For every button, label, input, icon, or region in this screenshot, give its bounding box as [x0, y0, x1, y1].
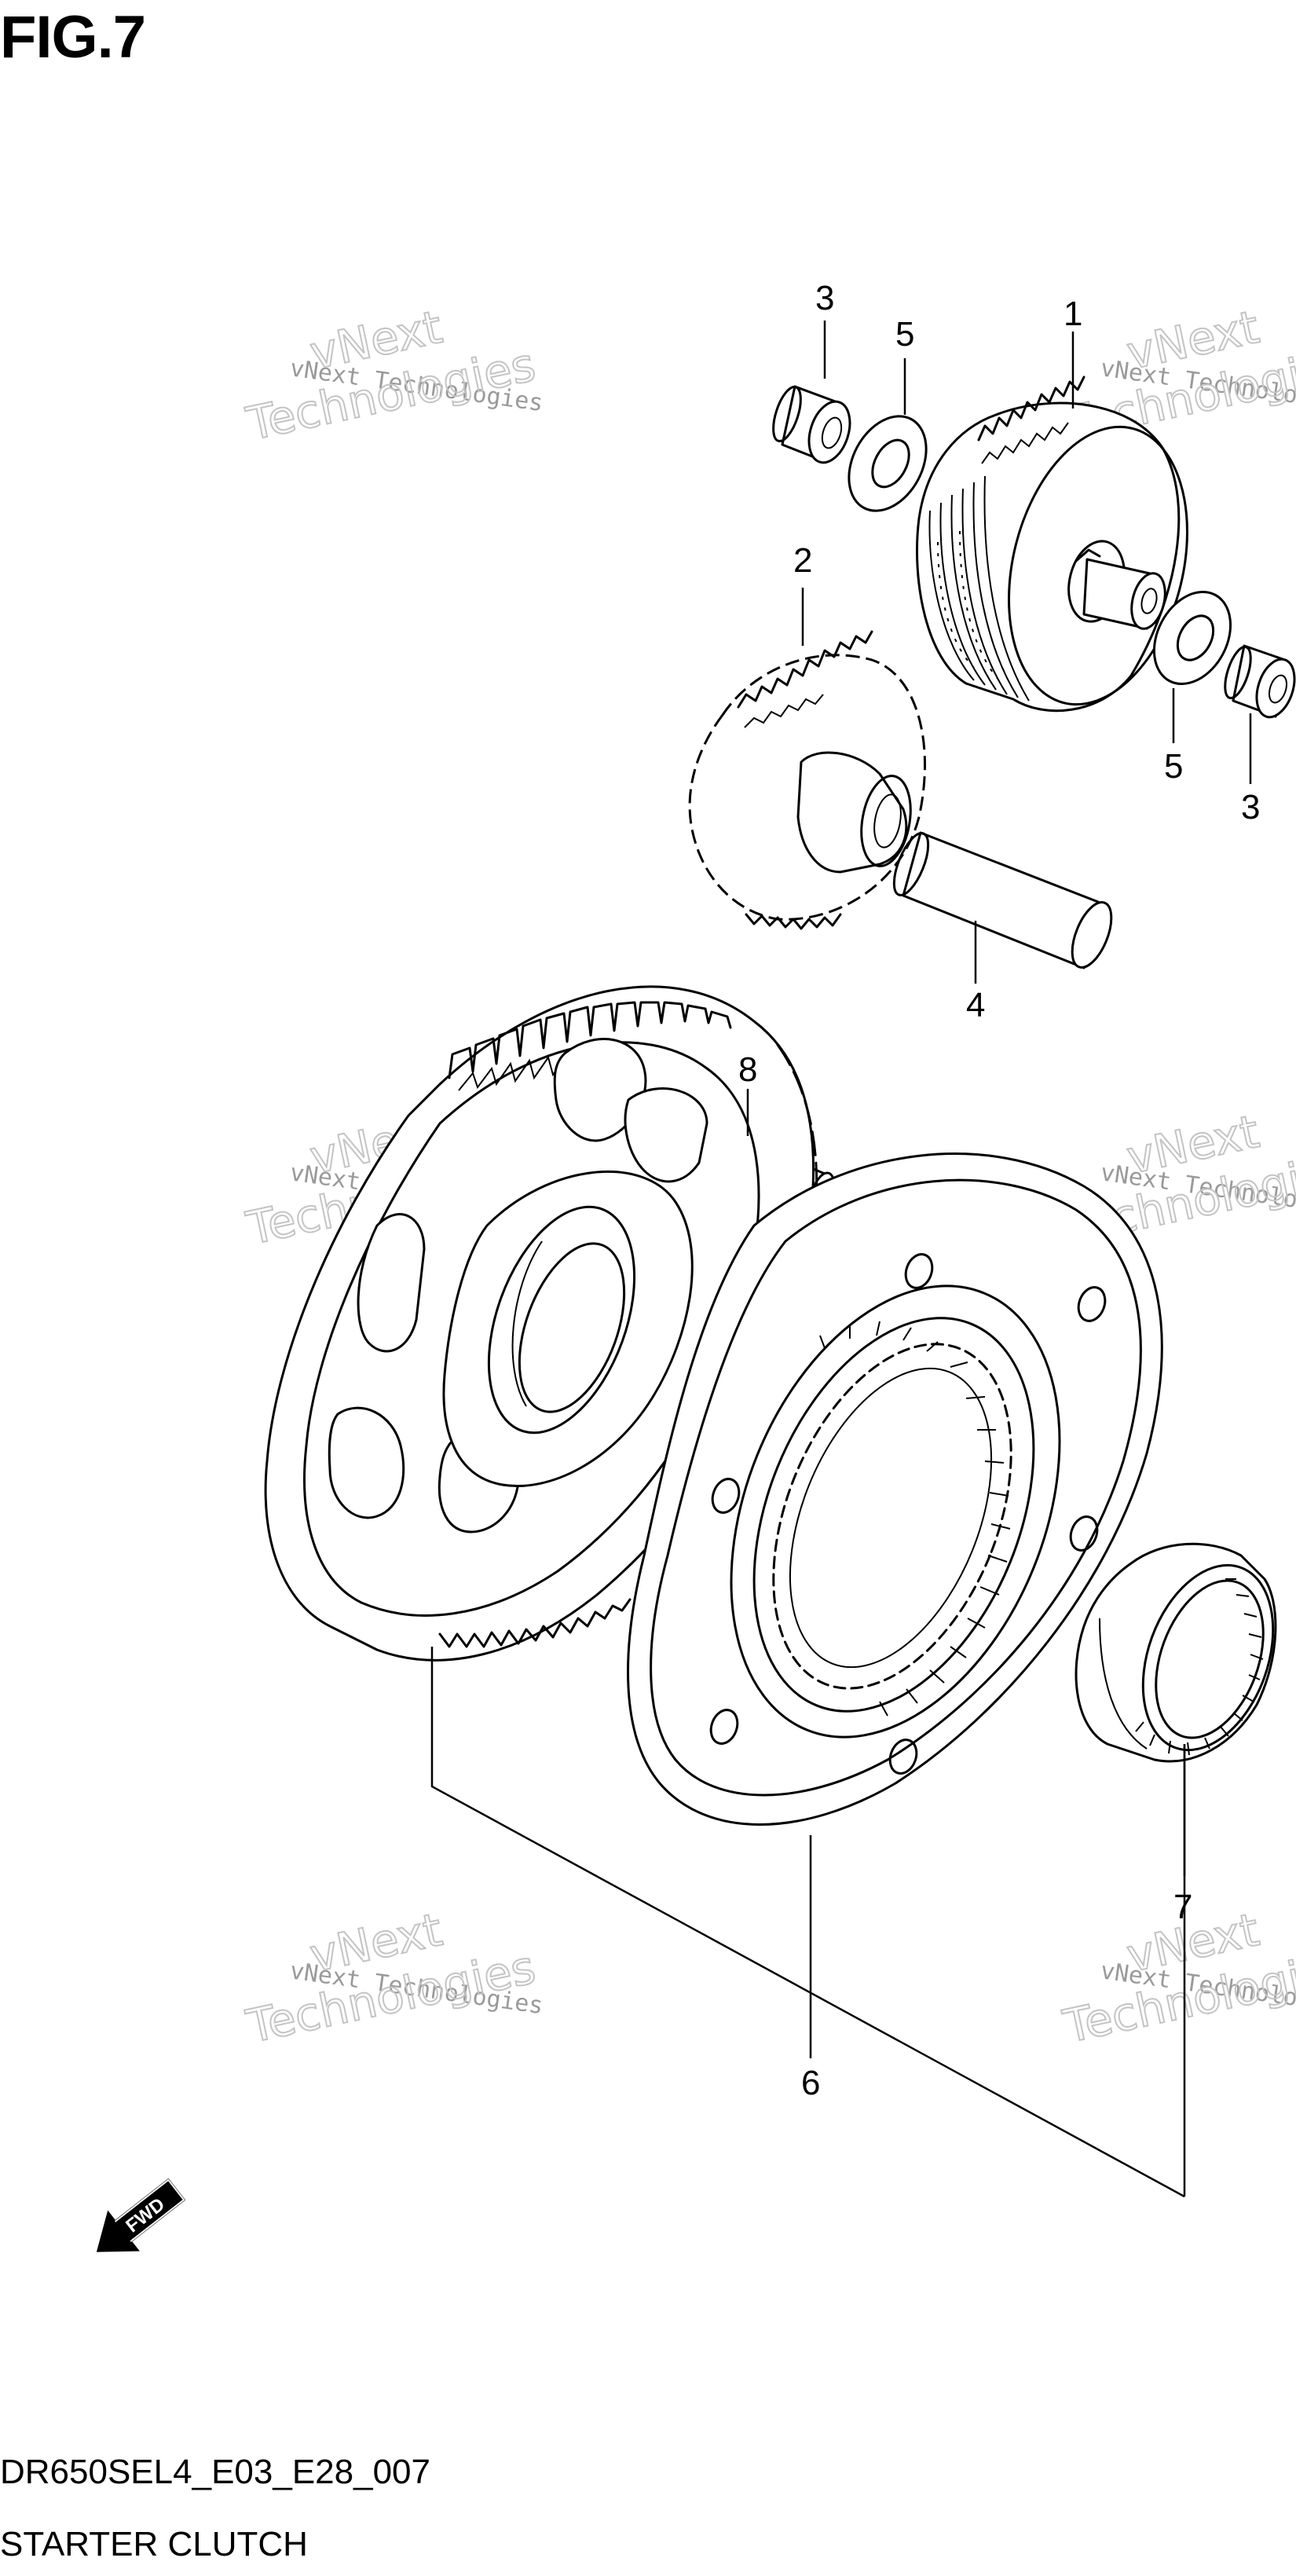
diagram-code: DR650SEL4_E03_E28_007	[0, 2453, 431, 2491]
callout-3-left: 3	[815, 279, 834, 317]
part-4-shaft	[892, 831, 1113, 969]
callout-5-left: 5	[895, 315, 914, 354]
part-7-needle-bearing	[1075, 1542, 1277, 1763]
callout-2: 2	[793, 541, 812, 580]
leader-lines	[430, 321, 1252, 2198]
diagram-name: STARTER CLUTCH	[0, 2525, 308, 2563]
figure-title: FIG.7	[0, 4, 146, 71]
part-1-clutch-assembly	[916, 376, 1188, 713]
part-3-bushing-right	[1224, 644, 1296, 719]
callout-8: 8	[738, 1050, 757, 1089]
callout-6: 6	[801, 2064, 820, 2102]
callout-3-right: 3	[1241, 788, 1260, 826]
callout-7: 7	[1173, 1888, 1192, 1926]
fwd-arrow-badge: FWD	[96, 2178, 186, 2252]
part-5-washer-right	[1152, 590, 1232, 686]
part-2-idle-gear	[688, 630, 926, 930]
part-6-clutch-housing	[627, 1152, 1163, 1826]
watermark-low-left: vNext Technologies vNext Technologies	[241, 1902, 545, 2054]
part-5-washer-left	[848, 415, 928, 512]
callout-5-right: 5	[1164, 747, 1183, 786]
part-3-bushing-left	[772, 385, 851, 464]
callout-4: 4	[966, 986, 985, 1024]
watermark-top-left: vNext Technologies vNext Technologies	[241, 299, 545, 452]
callout-1: 1	[1064, 295, 1082, 333]
